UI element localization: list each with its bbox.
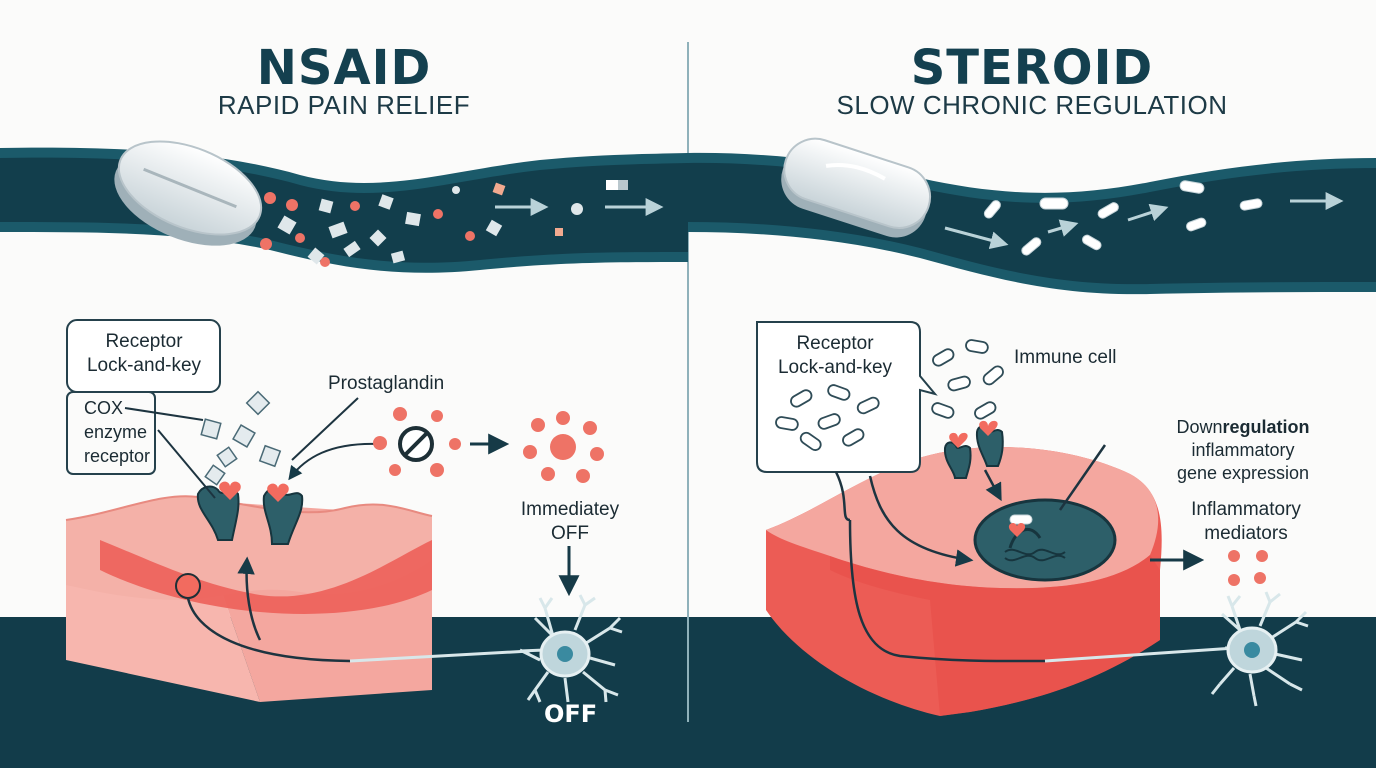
steroid-callout-receptor-label: Receptor Lock-and-key [777, 333, 893, 378]
steroid-neuron [1210, 591, 1309, 707]
inhibit-icon [398, 426, 434, 462]
nsaid-prostaglandin-cluster [373, 407, 461, 477]
steroid-inflammatory-mediators [1228, 550, 1268, 586]
nsaid-subtitle: RAPID PAIN RELIEF [217, 90, 471, 120]
nsaid-callout-receptor-label: Receptor Lock-and-key [86, 331, 202, 376]
downregulation-prefix: Down [1176, 417, 1223, 437]
nsaid-blood-vessel [0, 147, 688, 273]
downregulation-rest: inflammatory gene expression [1176, 440, 1310, 483]
steroid-pathway-lines [834, 444, 1236, 663]
nsaid-off-label: OFF [544, 700, 598, 728]
nsaid-label-pointers [124, 397, 381, 499]
steroid-drug-particles-vessel [983, 180, 1263, 256]
nsaid-dissolving-particles [260, 180, 628, 267]
nsaid-title: NSAID [256, 40, 432, 96]
steroid-title: STEROID [910, 40, 1154, 96]
nsaid-pill [114, 140, 263, 246]
steroid-flow-arrows [944, 192, 1344, 249]
downregulation-bold: regulation [1222, 417, 1310, 437]
nsaid-released-prostaglandins [523, 411, 604, 483]
steroid-callout-particles [775, 384, 880, 451]
nsaid-cox-enzyme-label: COX enzyme receptor [84, 398, 151, 466]
steroid-downregulation-label: Downregulation inflammatory gene express… [1148, 416, 1338, 485]
steroid-cell-nucleus [973, 498, 1117, 582]
nsaid-callout-box [66, 319, 221, 475]
steroid-pill [781, 137, 932, 238]
steroid-receptors [943, 420, 1004, 479]
steroid-subtitle: SLOW CHRONIC REGULATION [836, 90, 1228, 120]
steroid-inflammatory-mediators-label: Inflammatory mediators [1191, 499, 1301, 544]
steroid-immune-cell-label: Immune cell [1014, 347, 1117, 368]
nsaid-neuron [519, 594, 623, 703]
nsaid-nerve-fibers [186, 556, 531, 663]
nsaid-drug-particles [200, 390, 282, 486]
nsaid-receptors [196, 481, 304, 545]
steroid-immune-particles [931, 339, 1004, 420]
nsaid-immediately-off-label: Immediatey OFF [520, 499, 620, 544]
nsaid-nerve-ending [175, 573, 201, 599]
nsaid-prostaglandin-label: Prostaglandin [328, 373, 445, 394]
